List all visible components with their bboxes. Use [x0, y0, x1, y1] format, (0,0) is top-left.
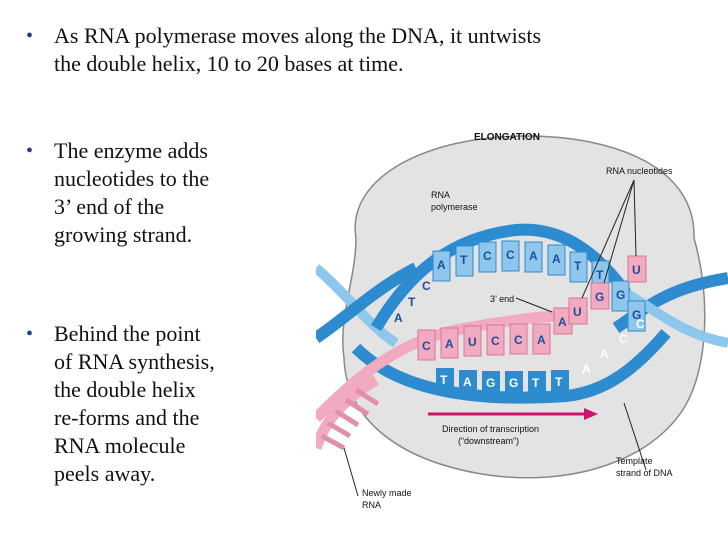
- top-base-letter: T: [574, 259, 582, 273]
- rna-tail: [316, 375, 379, 450]
- direction-label-2: (“downstream”): [458, 436, 519, 446]
- newly-made-rna-label-1: Newly made: [362, 488, 412, 498]
- rna-base-letter: C: [491, 334, 500, 348]
- top-base-letter: A: [529, 249, 538, 263]
- nucleotide-letter: U: [632, 263, 641, 277]
- rna-base-letter: C: [514, 333, 523, 347]
- bottom-base-boxes: [436, 368, 569, 393]
- left-bases: A T C: [394, 279, 431, 325]
- top-base-letter: G: [616, 288, 625, 302]
- rna-nucleotides-label: RNA nucleotides: [606, 166, 673, 176]
- dna-upstream-strand-front: [316, 262, 419, 343]
- rna-base-letter: C: [422, 339, 431, 353]
- template-strand-label-1: Template: [616, 456, 653, 466]
- bullet-dot: •: [26, 323, 34, 345]
- top-bases: A T C C A A T T G G: [437, 248, 641, 322]
- bullet-text: The enzyme adds nucleotides to the 3’ en…: [54, 138, 210, 247]
- nucleotide-letter: A: [558, 315, 567, 329]
- pointer-lines: [343, 179, 647, 497]
- bottom-base-letter: A: [600, 347, 609, 361]
- top-base-letter: A: [437, 258, 446, 272]
- nucleotide-letter: G: [595, 290, 604, 304]
- rna-nucleotide-boxes: [553, 255, 647, 335]
- template-strand-label-2: strand of DNA: [616, 468, 673, 478]
- bottom-bases: T A G G T T A A C C: [440, 317, 645, 390]
- rna-bases: C A U C C A: [422, 333, 546, 353]
- top-base-letter: T: [460, 253, 468, 267]
- elongation-diagram: A T C C A A T T G G A T C C A U C C A: [316, 132, 728, 510]
- direction-label-1: Direction of transcription: [442, 424, 539, 434]
- rna-base-letter: U: [468, 335, 477, 349]
- top-base-letter: C: [506, 248, 515, 262]
- left-base-letter: C: [422, 279, 431, 293]
- bullet-text: Behind the point of RNA synthesis, the d…: [54, 321, 215, 486]
- rna-base-letter: A: [537, 333, 546, 347]
- non-template-strand: [370, 223, 631, 332]
- bottom-base-letter: T: [532, 376, 540, 390]
- bottom-base-letter: A: [582, 362, 591, 376]
- top-base-letter: T: [596, 268, 604, 282]
- three-prime-end-label: 3’ end: [490, 294, 514, 304]
- bottom-base-letter: C: [619, 332, 628, 346]
- nucleotide-letter: U: [573, 305, 582, 319]
- top-base-letter: C: [483, 249, 492, 263]
- bottom-base-letter: T: [440, 373, 448, 387]
- rna-polymerase-label-1: RNA: [431, 190, 450, 200]
- bottom-base-letter: C: [636, 317, 645, 331]
- bottom-base-letter: G: [509, 376, 518, 390]
- bullet-2: • The enzyme adds nucleotides to the 3’ …: [26, 137, 286, 257]
- top-base-letter: A: [552, 252, 561, 266]
- bottom-base-letter: A: [463, 375, 472, 389]
- bottom-base-letter: T: [555, 375, 563, 389]
- rna-base-letter: A: [445, 337, 454, 351]
- left-base-letter: A: [394, 311, 403, 325]
- left-base-letter: T: [408, 295, 416, 309]
- bullet-3: • Behind the point of RNA synthesis, the…: [26, 320, 286, 510]
- template-strand: [351, 329, 671, 404]
- dna-downstream-strand-front: [612, 272, 728, 333]
- diagram-title: ELONGATION: [474, 132, 540, 143]
- rna-polymerase-label-2: polymerase: [431, 202, 478, 212]
- bottom-base-letter: G: [486, 376, 495, 390]
- bullet-dot: •: [26, 140, 34, 162]
- top-base-letter: G: [632, 308, 641, 322]
- rna-base-boxes: [417, 323, 551, 361]
- bullet-dot: •: [26, 25, 34, 47]
- direction-arrow: [428, 408, 598, 420]
- bullet-text: As RNA polymerase moves along the DNA, i…: [54, 23, 542, 76]
- rna-nucleotides: A U G U: [558, 263, 641, 329]
- bullet-1: • As RNA polymerase moves along the DNA,…: [26, 22, 716, 84]
- newly-made-rna-label-2: RNA: [362, 500, 381, 510]
- rna-tail-rungs: [320, 387, 380, 451]
